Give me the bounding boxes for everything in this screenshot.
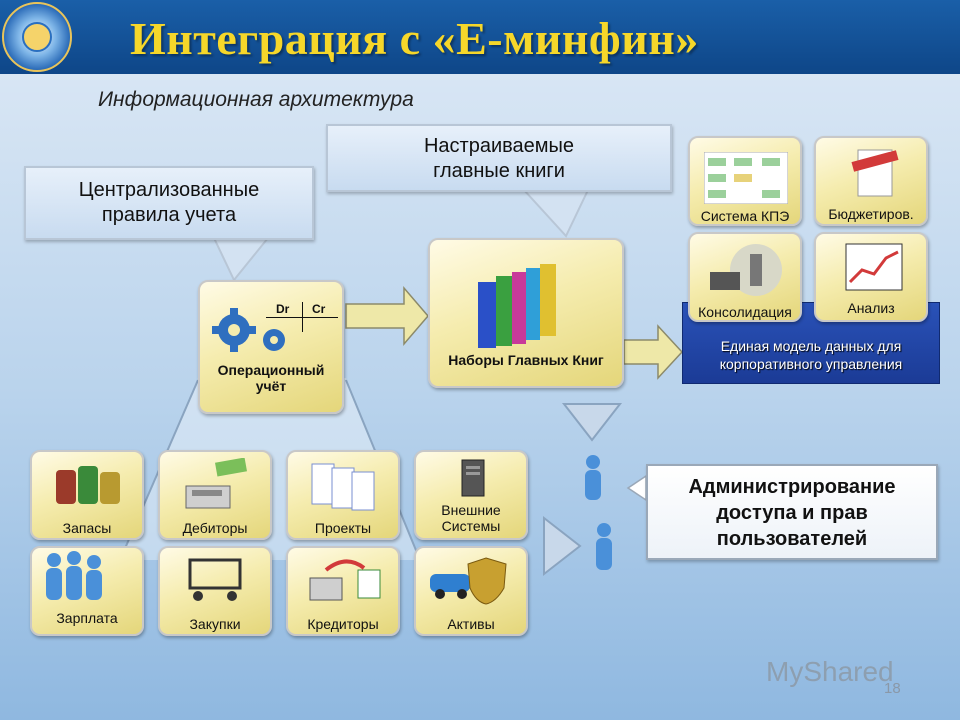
dr-label: Dr bbox=[276, 302, 290, 316]
consolidation-icon bbox=[710, 244, 782, 296]
kpi-system-tile[interactable]: Система КПЭ bbox=[688, 136, 802, 226]
watermark: MyShared bbox=[766, 656, 894, 687]
tile-label: Запасы bbox=[62, 520, 112, 536]
right-triangle bbox=[543, 515, 582, 577]
projects-tile[interactable]: Проекты bbox=[286, 450, 400, 540]
car-and-shield-icon bbox=[430, 557, 507, 605]
tile-label: Проекты bbox=[314, 520, 372, 536]
callout-custom-ledgers: Настраиваемые главные книги bbox=[326, 124, 672, 192]
arrow-to-ledgers bbox=[345, 285, 429, 347]
operational-label: Операционный bbox=[217, 362, 325, 378]
user-figure-icon bbox=[585, 455, 601, 500]
server-icon bbox=[461, 459, 485, 497]
callout-centralized-rules: Централизованные правила учета bbox=[24, 166, 314, 240]
slide-title: Интеграция с «Е-минфин» bbox=[130, 13, 699, 64]
down-triangle bbox=[561, 403, 623, 442]
user-figure-icon bbox=[596, 523, 612, 570]
approved-document-icon bbox=[851, 149, 899, 197]
inventory-tile[interactable]: Запасы bbox=[30, 450, 144, 540]
barrels-icon bbox=[56, 466, 120, 504]
consolidation-tile[interactable]: Консолидация bbox=[688, 232, 802, 322]
external-systems-tile[interactable]: Внешние Системы bbox=[414, 450, 528, 540]
kpi-diagram-icon bbox=[704, 152, 788, 204]
operational-accounting-tile[interactable]: Dr Cr Операционный учёт bbox=[198, 280, 344, 414]
payroll-tile[interactable]: Зарплата bbox=[30, 546, 144, 636]
analysis-tile[interactable]: Анализ bbox=[814, 232, 928, 322]
chart-icon bbox=[845, 243, 903, 291]
receivables-tile[interactable]: Дебиторы bbox=[158, 450, 272, 540]
slide-header: Интеграция с «Е-минфин» bbox=[0, 0, 960, 74]
callout-pointer-left bbox=[212, 237, 271, 282]
assets-tile[interactable]: Активы bbox=[414, 546, 528, 636]
tile-label: Кредиторы bbox=[307, 616, 379, 632]
callout-pointer-right bbox=[521, 189, 590, 238]
t-account-divider bbox=[302, 302, 303, 332]
cr-label: Cr bbox=[312, 302, 326, 316]
books-icon bbox=[478, 264, 556, 348]
cart-icon bbox=[188, 558, 242, 601]
tile-label: Бюджетиров. bbox=[828, 206, 914, 222]
ledger-sets-label: Наборы Главных Книг bbox=[448, 352, 604, 368]
tile-label: Система КПЭ bbox=[700, 208, 790, 224]
tile-label: Внешние Системы bbox=[441, 502, 501, 534]
budgeting-tile[interactable]: Бюджетиров. bbox=[814, 136, 928, 226]
tile-label: Закупки bbox=[189, 616, 241, 632]
gears-icon bbox=[212, 308, 285, 352]
admin-pointer bbox=[626, 474, 647, 502]
ministry-logo-icon bbox=[2, 2, 72, 72]
ledger-sets-tile[interactable]: Наборы Главных Книг bbox=[428, 238, 624, 388]
tile-label: Активы bbox=[447, 616, 495, 632]
slide-subtitle: Информационная архитектура bbox=[98, 88, 414, 111]
operational-label: учёт bbox=[255, 378, 287, 394]
tile-label: Анализ bbox=[847, 300, 895, 316]
page-number: 18 bbox=[884, 680, 901, 697]
people-icon bbox=[46, 551, 102, 600]
purchasing-tile[interactable]: Закупки bbox=[158, 546, 272, 636]
tile-label: Зарплата bbox=[56, 610, 118, 626]
cash-register-icon bbox=[185, 458, 247, 509]
payables-tile[interactable]: Кредиторы bbox=[286, 546, 400, 636]
tile-label: Консолидация bbox=[698, 304, 792, 320]
tile-label: Дебиторы bbox=[182, 520, 248, 536]
arrow-to-unified-model bbox=[623, 324, 684, 380]
access-admin-box: Администрирование доступа и прав пользов… bbox=[646, 464, 938, 560]
computer-payment-icon bbox=[309, 559, 381, 601]
spreadsheets-icon bbox=[311, 463, 375, 511]
